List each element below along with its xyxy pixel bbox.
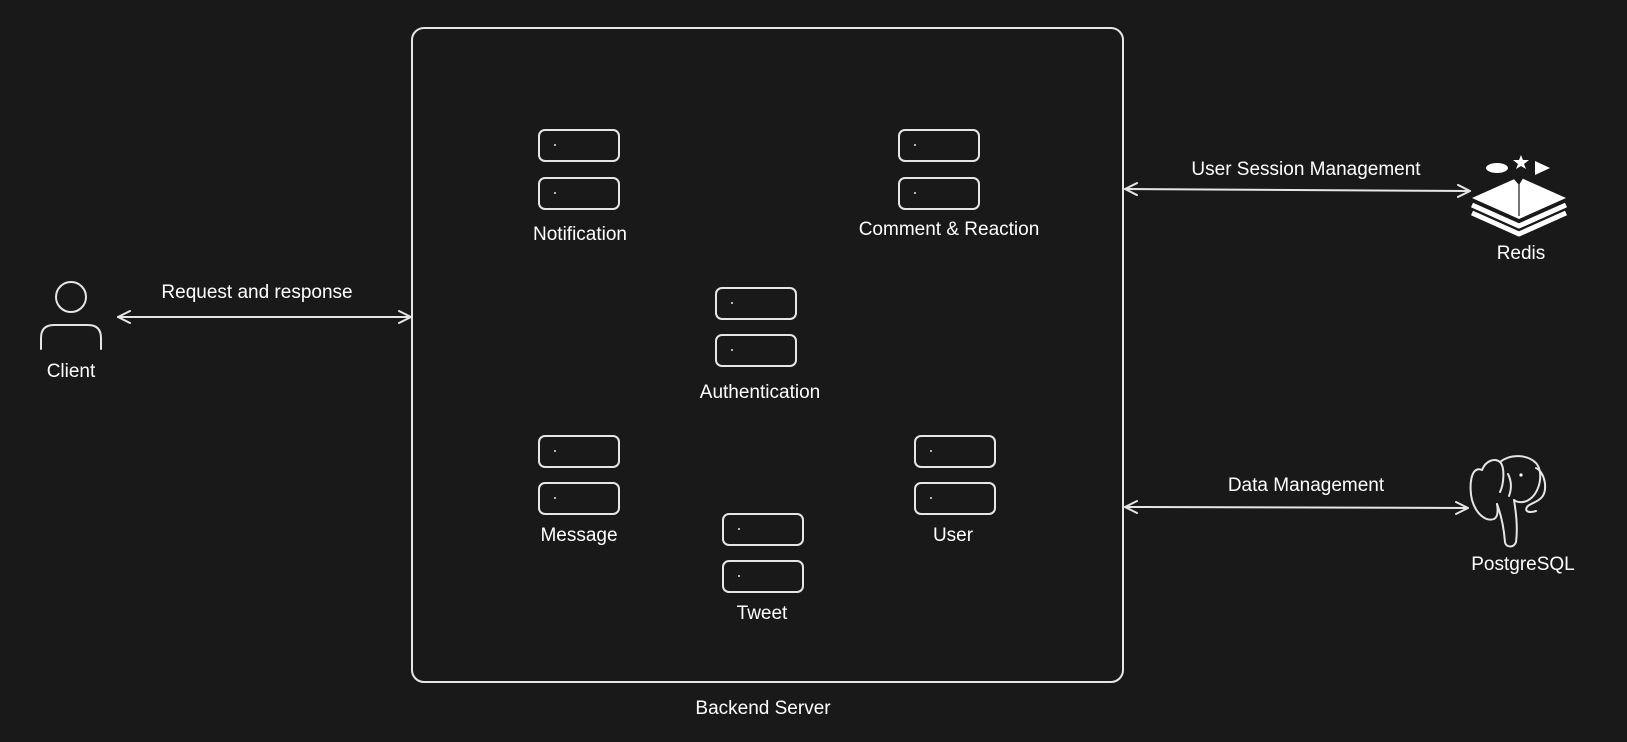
service-label: Notification — [533, 224, 627, 245]
service-user[interactable]: User — [914, 435, 996, 546]
bidirectional-arrow — [1124, 500, 1469, 515]
server-stack-icon — [538, 129, 620, 210]
client-node[interactable]: Client — [40, 281, 102, 382]
backend-server-label: Backend Server — [695, 698, 831, 719]
server-stack-icon — [722, 513, 804, 593]
service-message[interactable]: Message — [538, 435, 620, 546]
datastore-redis[interactable]: Redis — [1470, 155, 1568, 264]
connection-backend-postgres: Data Management — [1124, 475, 1469, 515]
server-stack-icon — [898, 129, 980, 210]
connection-label-backend-redis: User Session Management — [1191, 159, 1421, 180]
datastore-label-redis: Redis — [1497, 243, 1546, 264]
connection-label-backend-postgres: Data Management — [1228, 475, 1385, 496]
server-stack-icon — [914, 435, 996, 515]
server-stack-icon — [715, 287, 797, 367]
service-tweet[interactable]: Tweet — [722, 513, 804, 624]
datastore-postgresql[interactable]: PostgreSQL — [1469, 455, 1575, 575]
connection-label-client-backend: Request and response — [161, 282, 352, 303]
service-label: Authentication — [700, 382, 820, 403]
postgresql-elephant-icon — [1469, 455, 1547, 548]
client-label: Client — [47, 361, 96, 382]
service-label: Comment & Reaction — [859, 219, 1040, 240]
redis-icon — [1470, 155, 1568, 237]
bidirectional-arrow — [1124, 182, 1471, 198]
server-stack-icon — [538, 435, 620, 515]
connection-client-backend: Request and response — [117, 282, 412, 324]
service-label: Message — [540, 525, 617, 546]
service-label: Tweet — [737, 603, 788, 624]
datastore-label-postgresql: PostgreSQL — [1471, 554, 1575, 575]
backend-server-frame — [411, 27, 1124, 683]
service-authentication[interactable]: Authentication — [700, 287, 820, 403]
connection-backend-redis: User Session Management — [1124, 159, 1471, 198]
user-person-icon — [40, 281, 102, 350]
service-label: User — [933, 525, 974, 546]
service-notification[interactable]: Notification — [533, 129, 627, 245]
service-comment-reaction[interactable]: Comment & Reaction — [859, 129, 1040, 240]
backend-server[interactable]: Backend Server — [411, 27, 1124, 719]
